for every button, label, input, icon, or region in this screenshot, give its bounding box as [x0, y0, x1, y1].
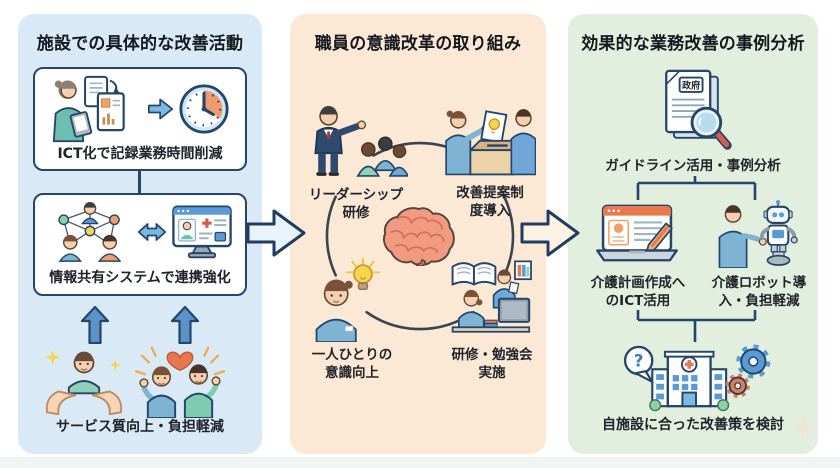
label-care-robot: 介護ロボット導 入・負担軽減: [711, 275, 807, 310]
panel1-bottom-label: サービス質向上・負担軽減: [56, 419, 224, 435]
service-quality-hands-icon: [45, 349, 123, 416]
question-mark-text: ?: [634, 351, 644, 370]
people-network-icon: [58, 201, 122, 262]
flow-arrow-1-icon: [246, 209, 306, 257]
brain-icon: [382, 207, 455, 266]
arrow-right-icon: [148, 98, 174, 120]
label-training-sessions: 研修・勉強会 実施: [451, 347, 533, 382]
card-info-sharing: 情報共有システムで連携強化: [33, 193, 247, 296]
flow-arrow-2-icon: [520, 209, 580, 257]
card-ict-records: ICT化で記録業務時間削減: [33, 67, 247, 171]
panel-mindset-reform: 職員の意識改革の取り組み: [290, 14, 546, 454]
card2-icon-row: [48, 201, 232, 263]
medical-record-monitor-icon: [172, 205, 232, 258]
care-robot-icon: [718, 200, 798, 268]
up-arrow-icon: [171, 306, 199, 344]
clock-icon: [179, 84, 229, 134]
suggestion-box-icon: [445, 109, 536, 176]
panel3-title: 効果的な業務改善の事例分析: [581, 34, 805, 54]
card1-label: ICT化で記録業務時間削減: [57, 146, 223, 162]
cheering-staff-icon: [134, 346, 226, 418]
sparkle-icon: [790, 414, 816, 440]
panel3-top-label: ガイドライン活用・事例分析: [605, 158, 781, 174]
card1-icon-row: [51, 75, 229, 143]
leadership-training-icon: [314, 105, 408, 177]
study-session-icon: [451, 260, 532, 333]
label-leadership: リーダーシップ 研修: [308, 187, 404, 222]
branch-connector: [636, 176, 757, 200]
panel1-title: 施設での具体的な改善活動: [36, 34, 244, 54]
panel-case-analysis: 効果的な業務改善の事例分析 政府 ガイドライン活用・事例分析: [568, 14, 818, 454]
panel3-bottom-label: 自施設に合った改善策を検討: [602, 417, 784, 433]
nurse-tablet-icon: [52, 75, 125, 143]
card2-label: 情報共有システムで連携強化: [49, 270, 231, 286]
awareness-person-bulb-icon: [315, 258, 381, 342]
label-care-plan-ict: 介護計画作成へ のICT活用: [590, 275, 686, 310]
connector-card1-card2: [138, 171, 141, 193]
facility-review-icon: ?: [623, 344, 771, 412]
bottom-strip: [0, 457, 840, 468]
doc-title-text: 政府: [682, 80, 700, 92]
panel-facility-activities: 施設での具体的な改善活動: [18, 14, 262, 454]
merge-connector: [636, 310, 757, 342]
label-suggestion-system: 改善提案制 度導入: [456, 185, 524, 220]
double-arrow-icon: [137, 223, 167, 241]
panel2-title: 職員の意識改革の取り組み: [314, 34, 522, 54]
government-guideline-doc-icon: 政府: [665, 69, 732, 150]
label-individual-awareness: 一人ひとりの 意識向上: [311, 347, 393, 382]
care-plan-laptop-icon: [596, 204, 678, 262]
up-arrow-icon: [81, 306, 109, 344]
